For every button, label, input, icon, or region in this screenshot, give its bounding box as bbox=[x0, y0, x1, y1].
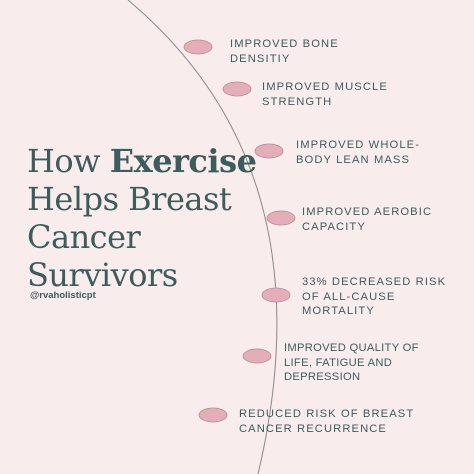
benefit-line: LIFE, FATIGUE AND bbox=[284, 356, 393, 369]
timeline-marker-1 bbox=[183, 39, 213, 55]
benefit-line: REDUCED RISK OF BREAST bbox=[239, 408, 415, 420]
social-handle: @rvaholisticpt bbox=[30, 290, 96, 301]
benefit-line: STRENGTH bbox=[262, 95, 333, 108]
title-line-1: How Exercise bbox=[27, 142, 257, 180]
benefit-line: DEPRESSION bbox=[284, 371, 361, 383]
benefit-mortality-risk: 33% DECREASED RISK OF ALL-CAUSE MORTALIT… bbox=[302, 275, 446, 319]
title-line-3: Cancer bbox=[27, 218, 141, 256]
benefit-line: IMPROVED WHOLE- bbox=[296, 139, 421, 151]
title-line-2: Helps Breast bbox=[27, 180, 232, 218]
timeline-marker-5 bbox=[261, 287, 291, 303]
benefit-line: CANCER RECURRENCE bbox=[239, 422, 387, 435]
benefit-line: IMPROVED MUSCLE bbox=[262, 81, 388, 93]
benefit-line: CAPACITY bbox=[302, 220, 366, 233]
benefit-line: BODY LEAN MASS bbox=[296, 153, 411, 166]
page-title: How Exercise Helps Breast Cancer Survivo… bbox=[27, 142, 257, 294]
title-line-4: Survivors bbox=[27, 256, 178, 294]
benefit-line: IMPROVED BONE bbox=[230, 38, 339, 50]
benefit-line: MORTALITY bbox=[302, 305, 375, 317]
title-line-1-normal: How bbox=[27, 142, 110, 180]
timeline-marker-7 bbox=[198, 407, 228, 423]
title-line-1-bold: Exercise bbox=[109, 142, 257, 180]
timeline-marker-6 bbox=[242, 348, 272, 364]
timeline-marker-4 bbox=[266, 210, 296, 226]
benefit-bone-density: IMPROVED BONE DENSITIY bbox=[230, 37, 339, 66]
benefit-line: IMPROVED AEROBIC bbox=[302, 206, 433, 218]
timeline-marker-3 bbox=[254, 143, 284, 159]
benefit-quality-of-life: IMPROVED QUALITY OF LIFE, FATIGUE AND DE… bbox=[284, 341, 419, 385]
benefit-recurrence-risk: REDUCED RISK OF BREAST CANCER RECURRENCE bbox=[239, 407, 414, 436]
benefit-line: DENSITIY bbox=[230, 52, 291, 65]
benefit-line: OF ALL-CAUSE bbox=[302, 290, 396, 303]
benefit-muscle-strength: IMPROVED MUSCLE STRENGTH bbox=[262, 80, 388, 109]
benefit-aerobic-capacity: IMPROVED AEROBIC CAPACITY bbox=[302, 205, 432, 234]
timeline-arc bbox=[127, 0, 278, 474]
benefit-lean-mass: IMPROVED WHOLE- BODY LEAN MASS bbox=[296, 138, 420, 167]
benefit-line: IMPROVED QUALITY OF bbox=[284, 342, 419, 354]
benefit-line: 33% DECREASED RISK bbox=[302, 276, 447, 288]
timeline-marker-2 bbox=[222, 81, 252, 97]
